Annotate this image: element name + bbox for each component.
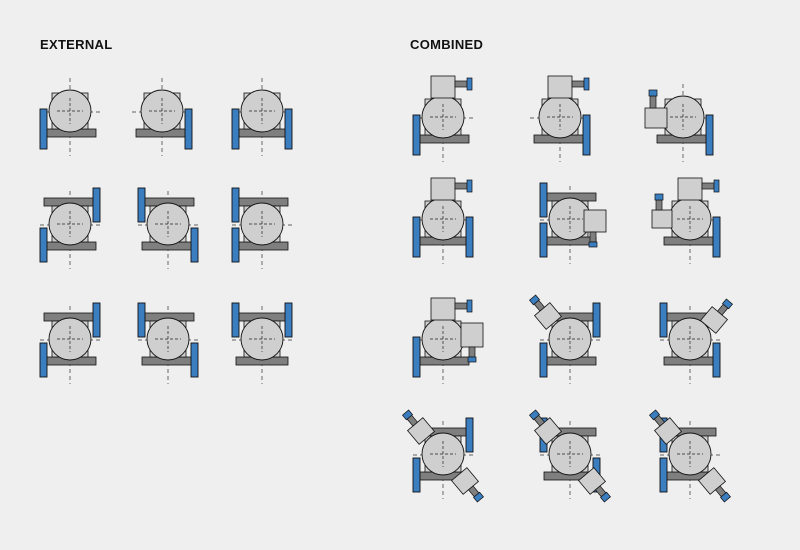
diag-motor-top-left-connector bbox=[529, 409, 540, 421]
diagram-ext-r2c2 bbox=[137, 187, 199, 269]
blue-plate-right bbox=[284, 108, 293, 150]
diagram-comb-r2c3 bbox=[651, 177, 721, 264]
diag-motor-top-left-connector bbox=[649, 409, 660, 421]
diag-motor-top-left-connector bbox=[529, 294, 540, 306]
blue-plate-left-top bbox=[231, 187, 240, 223]
blue-plate-right bbox=[712, 216, 721, 258]
side-motor-body bbox=[460, 322, 484, 348]
blue-plate-right-top bbox=[92, 187, 101, 223]
blue-plate-right-top bbox=[284, 302, 293, 338]
external-heading: EXTERNAL bbox=[40, 37, 113, 52]
blue-plate-right bbox=[582, 114, 591, 156]
diagram-ext-r3c1 bbox=[39, 302, 101, 384]
motor-body bbox=[547, 75, 573, 99]
motor-body bbox=[430, 297, 456, 321]
motor-connector bbox=[713, 179, 720, 193]
blue-plate-left-top bbox=[659, 302, 668, 338]
blue-plate-left-bottom bbox=[231, 227, 240, 263]
blue-plate-left-bottom bbox=[539, 342, 548, 378]
diagram-comb-r2c2 bbox=[539, 182, 607, 264]
blue-plate-left-bottom bbox=[39, 342, 48, 378]
motor-body bbox=[644, 107, 668, 129]
side-motor-shaft bbox=[468, 346, 476, 358]
motor-body bbox=[430, 177, 456, 201]
blue-plate-right-bottom bbox=[190, 227, 199, 263]
diagram-comb-r3c2 bbox=[529, 294, 601, 384]
side-motor-shaft bbox=[655, 199, 663, 211]
blue-plate-right bbox=[705, 114, 714, 156]
diag-motor-top-left bbox=[529, 294, 563, 330]
motor-connector bbox=[466, 299, 473, 313]
diag-motor-bottom-right-connector bbox=[720, 491, 731, 503]
motor-connector bbox=[588, 241, 598, 248]
blue-plate-left bbox=[412, 336, 421, 378]
blue-plate-left bbox=[412, 114, 421, 156]
blue-plate-right-top bbox=[465, 417, 474, 453]
blue-plate-right bbox=[184, 108, 193, 150]
diag-motor-bottom-right-connector bbox=[600, 491, 611, 503]
side-motor-body bbox=[651, 209, 673, 229]
motor-shaft bbox=[454, 182, 468, 190]
motor-body bbox=[677, 177, 703, 201]
blue-plate-left-bottom bbox=[659, 457, 668, 493]
diagram-comb-r4c1 bbox=[402, 409, 484, 503]
diag-motor-top-left bbox=[649, 409, 683, 445]
blue-plate-right-bottom bbox=[190, 342, 199, 378]
blue-plate-right bbox=[465, 216, 474, 258]
diagram-ext-r1c3 bbox=[231, 78, 293, 156]
diag-motor-top-left bbox=[529, 409, 563, 445]
blue-plate-left-bottom bbox=[39, 227, 48, 263]
diagram-ext-r3c2 bbox=[137, 302, 199, 384]
diagram-ext-r3c3 bbox=[231, 302, 293, 384]
motor-shaft bbox=[454, 302, 468, 310]
motor-shaft bbox=[589, 231, 597, 243]
motor-shaft bbox=[571, 80, 585, 88]
diag-motor-bottom-right bbox=[577, 467, 611, 503]
diagram-comb-r4c2 bbox=[529, 409, 611, 503]
blue-plate-left bbox=[231, 108, 240, 150]
diagram-ext-r2c1 bbox=[39, 187, 101, 269]
motor-body bbox=[430, 75, 456, 99]
motor-body bbox=[583, 209, 607, 233]
blue-plate-left-bottom bbox=[539, 222, 548, 258]
diag-motor-bottom-right bbox=[697, 467, 731, 503]
blue-plate-left-top bbox=[137, 187, 146, 223]
blue-plate-left bbox=[39, 108, 48, 150]
blue-plate-left-top bbox=[539, 182, 548, 218]
motor-connector bbox=[583, 77, 590, 91]
diagram-ext-r1c1 bbox=[39, 78, 100, 156]
blue-plate-right-top bbox=[592, 302, 601, 338]
diagram-ext-r1c2 bbox=[132, 78, 193, 156]
side-motor-connector bbox=[654, 193, 664, 201]
blue-plate-right-top bbox=[92, 302, 101, 338]
combined-heading: COMBINED bbox=[410, 37, 484, 52]
blue-plate-left-bottom bbox=[412, 457, 421, 493]
diagram-comb-r3c1 bbox=[412, 297, 484, 384]
diag-motor-top-left-connector bbox=[402, 409, 413, 421]
diagram-comb-r2c1 bbox=[412, 177, 474, 264]
blue-plate-left-top bbox=[231, 302, 240, 338]
diagram-comb-r3c3 bbox=[659, 298, 733, 384]
diagram-comb-r1c2 bbox=[530, 75, 591, 162]
motor-connector bbox=[648, 89, 658, 97]
diag-motor-bottom-right bbox=[450, 467, 484, 503]
diag-motor-bottom-right-connector bbox=[473, 491, 484, 503]
blue-plate-left bbox=[412, 216, 421, 258]
motor-shaft bbox=[701, 182, 715, 190]
diagram-comb-r1c3 bbox=[644, 84, 714, 162]
diag-motor-top-right-connector bbox=[722, 298, 733, 310]
diag-motor-top-right bbox=[699, 298, 733, 334]
diagram-comb-r1c1 bbox=[412, 75, 473, 162]
blue-plate-left-top bbox=[137, 302, 146, 338]
blue-plate-right-bottom bbox=[712, 342, 721, 378]
motor-shaft bbox=[454, 80, 468, 88]
diagram-ext-r2c3 bbox=[231, 187, 292, 269]
diag-motor-top-left bbox=[402, 409, 436, 445]
diagram-comb-r4c3 bbox=[649, 409, 731, 503]
side-motor-connector bbox=[467, 356, 477, 363]
motor-shaft bbox=[649, 95, 657, 109]
motor-connector bbox=[466, 179, 473, 193]
motor-connector bbox=[466, 77, 473, 91]
